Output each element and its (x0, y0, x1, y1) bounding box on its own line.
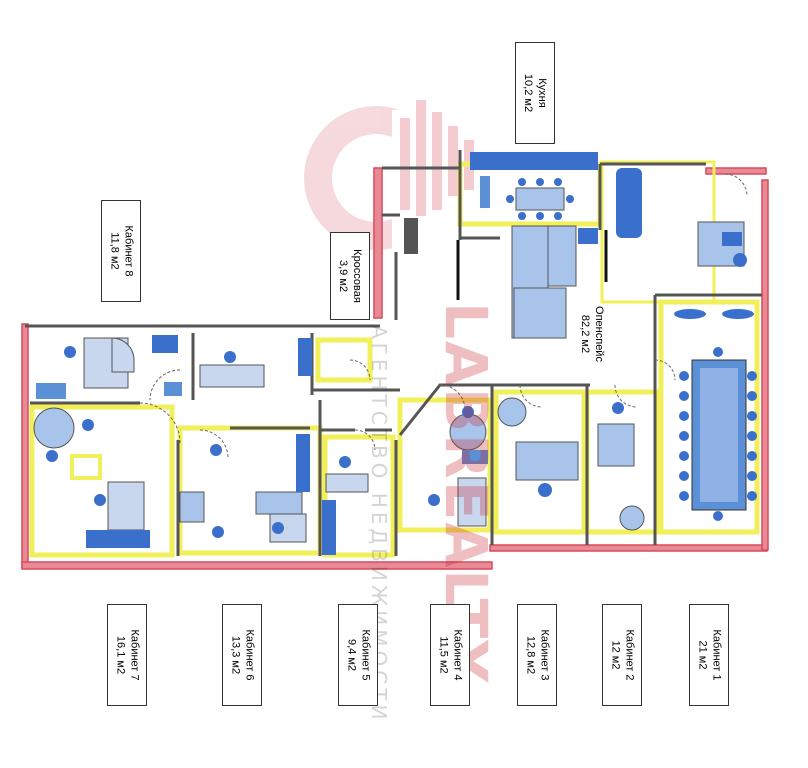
room-name: Опенспейс (593, 306, 605, 362)
room-name: Кабинет 6 (243, 629, 256, 681)
room-area: 3,9 м2 (337, 259, 349, 293)
room-name: Кабинет 1 (710, 629, 723, 681)
room-name: Кабинет 8 (122, 225, 135, 277)
room-name: Кабинет 4 (451, 629, 464, 681)
room-area: 21 м2 (696, 640, 709, 670)
room-area: 12,8 м2 (524, 635, 537, 675)
room-name: Кухня (536, 78, 548, 108)
black-partitions (456, 230, 608, 300)
room-area: 9,4 м2 (345, 638, 358, 672)
room-name: Кроссовая (351, 249, 363, 303)
room-area: 11,5 м2 (437, 636, 450, 674)
room-area: 13,3 м2 (229, 635, 242, 675)
room-name: Кабинет 7 (128, 629, 141, 681)
watermark-logo-icon (304, 100, 482, 250)
doors (139, 173, 748, 459)
outer-walls (21, 167, 769, 570)
room-name: Кабинет 3 (538, 629, 551, 681)
room-name: Кабинет 2 (623, 629, 636, 681)
room-area: 82,2 м2 (579, 314, 591, 354)
furniture (33, 152, 757, 555)
room-name: Кабинет 5 (359, 629, 372, 681)
interior-walls (25, 150, 762, 556)
room-area: 10,2 м2 (522, 73, 534, 113)
room-area: 12 м2 (609, 640, 622, 670)
room-area: 16,1 м2 (114, 635, 127, 675)
room-area: 11,8 м2 (108, 232, 121, 270)
